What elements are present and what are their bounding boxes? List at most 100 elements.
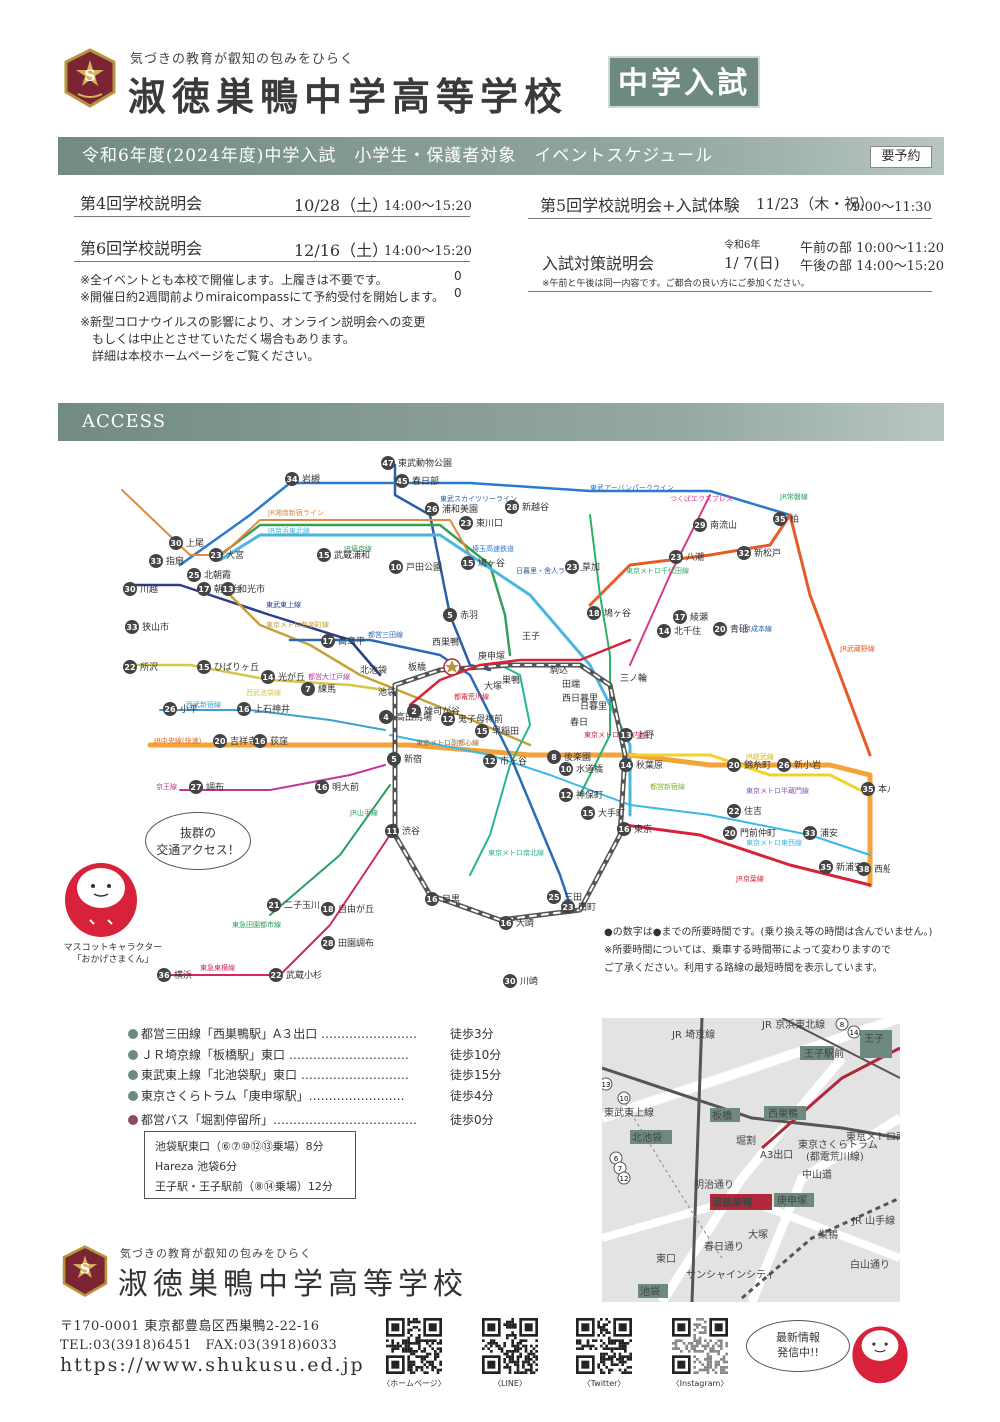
- station-time: 12: [484, 757, 495, 766]
- line-label: 都電荒川線: [454, 692, 489, 701]
- event-date: 11/23（木・祝）: [756, 195, 875, 213]
- station-time-dot: [209, 548, 223, 562]
- station-name: 柏: [790, 513, 799, 525]
- line-keio: [179, 764, 386, 791]
- station-time-dot: [483, 754, 497, 768]
- station-time-dot: [565, 560, 579, 574]
- bullet-icon: [128, 1115, 138, 1125]
- instagram-qr-icon[interactable]: [672, 1318, 728, 1374]
- station-time: 38: [858, 865, 870, 874]
- station-label: 田端: [562, 678, 580, 690]
- station-time-dot: [475, 724, 489, 738]
- station-time: 7: [305, 685, 311, 694]
- station-time: 35: [774, 515, 786, 524]
- station-name: 草加: [582, 561, 600, 573]
- station-time-dot: [321, 634, 335, 648]
- line-label: 東武東上線: [266, 600, 301, 609]
- station-time-dot: [861, 782, 875, 796]
- station-time: 13: [222, 585, 233, 594]
- event-name: 第6回学校説明会: [80, 239, 203, 258]
- station-time-dot: [321, 902, 335, 916]
- station-time: 15: [198, 663, 210, 672]
- line-qr-icon[interactable]: [482, 1318, 538, 1374]
- station-time: 15: [476, 727, 488, 736]
- homepage-qr-icon[interactable]: [386, 1318, 442, 1374]
- station-time-dot: [425, 892, 439, 906]
- bus-stop-circle: [617, 1171, 631, 1185]
- website-link[interactable]: https://www.shukusu.ed.jp: [60, 1354, 365, 1376]
- event-name: 入試対策説明会: [542, 254, 655, 273]
- event-name: 第5回学校説明会+入試体験: [540, 196, 740, 215]
- station-name: 東京: [634, 823, 652, 835]
- station-time: 36: [158, 971, 170, 980]
- svg-text:S: S: [80, 1262, 90, 1278]
- line-label: 東京メトロ副都心線: [416, 738, 479, 747]
- station-time: 33: [804, 829, 815, 838]
- line-label: JR総武線: [745, 752, 774, 761]
- station-time: 16: [500, 919, 512, 928]
- qr-caption: 〈Twitter〉: [582, 1379, 626, 1388]
- note-line: ※所要時間については、乗車する時間帯によって変わりますので: [604, 945, 892, 956]
- station-name: 住吉: [744, 805, 762, 817]
- station-time: 15: [318, 551, 330, 560]
- station-time-dot: [443, 608, 457, 622]
- station-time-dot: [169, 536, 183, 550]
- twitter-qr-icon[interactable]: [576, 1318, 632, 1374]
- line-label: JR埼京線: [343, 544, 372, 553]
- station-label: 庚申塚: [478, 650, 505, 662]
- station-time-dot: [163, 702, 177, 716]
- line-label: 東京メトロ半蔵門線: [746, 786, 809, 795]
- bus-stop-number: 10: [620, 1095, 629, 1103]
- footer-school-name: 淑徳巣鴨中学高等学校: [118, 1267, 468, 1302]
- station-name: 岩槻: [302, 473, 320, 485]
- station-time-dot: [461, 556, 475, 570]
- event-time: 14:00〜15:20: [384, 199, 472, 214]
- station-name: 上野: [636, 730, 654, 741]
- station-name: 早稲田: [492, 725, 519, 737]
- station-name: 二子玉川: [284, 900, 320, 911]
- qr-caption: 〈LINE〉: [493, 1379, 527, 1388]
- station-time-dot: [315, 780, 329, 794]
- station-time-dot: [379, 710, 393, 724]
- station-time-dot: [559, 788, 573, 802]
- station-time: 33: [126, 623, 137, 632]
- station-name: 秋葉原: [636, 759, 663, 771]
- bus-stop-number: 6: [614, 1155, 619, 1163]
- station-name: 明大前: [332, 781, 359, 793]
- bullet-icon: [128, 1049, 138, 1060]
- station-time-dot: [857, 862, 871, 876]
- station-time: 4: [383, 713, 389, 722]
- station-time: 2: [411, 707, 417, 716]
- bus-routes-box: 池袋駅東口（⑥⑦⑩⑫⑬乗場）8分 Hareza 池袋6分 王子駅・王子駅前（⑧⑭…: [144, 1131, 356, 1199]
- station-time-dot: [285, 472, 299, 486]
- station-name: 神保町: [576, 789, 603, 801]
- bus-stop-marker: 13: [602, 1077, 613, 1091]
- station-name: 所沢: [140, 661, 158, 673]
- station-time: 16: [316, 783, 328, 792]
- station-name: 田園調布: [338, 937, 374, 949]
- line-jr-sobu: [628, 753, 862, 792]
- line-label: 都営三田線: [368, 630, 403, 639]
- qr-caption: 〈ホームページ〉: [382, 1379, 446, 1388]
- station-time: 20: [714, 625, 726, 634]
- event-time-am: 午前の部 10:00〜11:20: [800, 241, 945, 256]
- station-name: 練馬: [318, 683, 336, 695]
- station-label: 西日暮里: [562, 692, 598, 704]
- station-time-dot: [673, 610, 687, 624]
- station-time-dot: [693, 518, 707, 532]
- area-map: JR 埼京線 JR 京浜東北線 王子 王子駅前 東武東上線 板橋 西巣鴨 北池袋…: [602, 1018, 900, 1302]
- station-time-dot: [669, 550, 683, 564]
- station-time-dot: [213, 734, 227, 748]
- line-keiyo: [623, 823, 872, 887]
